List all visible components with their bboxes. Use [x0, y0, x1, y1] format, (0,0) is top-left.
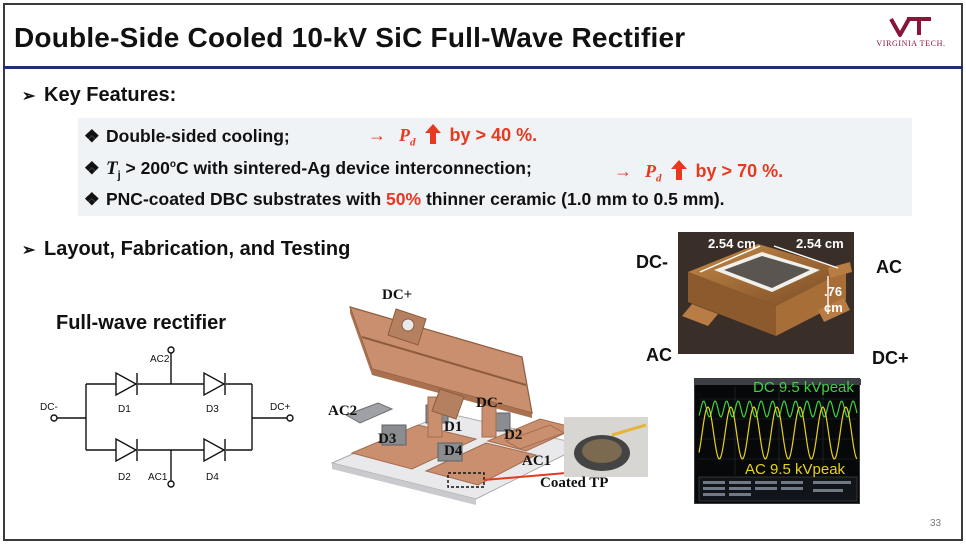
photo-label-dc-minus: DC- [636, 252, 668, 272]
diamond-bullet-icon: ❖ [84, 126, 100, 146]
schematic-d3: D3 [206, 404, 219, 415]
photo-label-ac-bottom: AC [646, 345, 672, 365]
key-features-heading: ➢ Key Features: [22, 84, 176, 107]
note-text: by > 40 %. [449, 125, 538, 145]
dimension-height-value: .76 [824, 284, 843, 299]
schematic-ac2: AC2 [150, 354, 170, 365]
diamond-bullet-icon: ❖ [84, 158, 100, 178]
dimension-height-unit: cm [824, 300, 843, 315]
pd-symbol: Pd [399, 125, 416, 149]
feature-text: thinner ceramic (1.0 mm to 0.5 mm). [421, 189, 725, 209]
scope-dc-label: DC 9.5 kVpeak [753, 379, 854, 396]
cad-label-coated-tp: Coated TP [540, 475, 608, 491]
feature-item: ❖ Double-sided cooling; [84, 126, 290, 147]
module-photo: 2.54 cm 2.54 cm .76 cm [678, 232, 854, 354]
feature-text: > 200 [120, 158, 170, 178]
feature-highlight: 50% [386, 189, 422, 209]
cad-label-d4: D4 [444, 443, 463, 459]
note-text: by > 70 %. [695, 161, 784, 181]
feature-text: Double-sided cooling; [106, 126, 290, 146]
schematic-d2: D2 [118, 472, 131, 483]
virginia-tech-logo: VIRGINIA TECH. [872, 16, 950, 48]
up-arrow-icon [424, 124, 441, 144]
page-number: 33 [930, 518, 942, 529]
heading-arrow-icon: ➢ [22, 242, 36, 259]
feature-note: → Pd by > 70 %. [614, 160, 783, 185]
dimension-left: 2.54 cm [708, 236, 756, 251]
right-arrow-icon: → [614, 161, 632, 181]
heading-arrow-icon: ➢ [22, 88, 36, 105]
feature-text: C with sintered-Ag device interconnectio… [175, 158, 532, 178]
module-photo-drawing [678, 232, 854, 354]
layout-heading-text: Layout, Fabrication, and Testing [44, 238, 351, 260]
diamond-bullet-icon: ❖ [84, 189, 100, 209]
photo-label-ac-top: AC [876, 257, 902, 277]
rectifier-schematic: DC- DC+ AC2 AC1 D1 D3 D2 D4 [40, 346, 294, 488]
degree-superscript: o [169, 159, 176, 171]
logo-text: VIRGINIA TECH. [876, 39, 946, 48]
features-box [78, 118, 912, 216]
layout-heading: ➢ Layout, Fabrication, and Testing [22, 238, 350, 261]
feature-item: ❖ Tj > 200oC with sintered-Ag device inte… [84, 158, 532, 182]
slide-title: Double-Side Cooled 10-kV SiC Full-Wave R… [14, 22, 686, 53]
schematic-dc-minus: DC- [40, 402, 58, 413]
cad-label-ac1: AC1 [522, 453, 551, 469]
vt-logo-icon [889, 17, 931, 37]
scope-ac-label: AC 9.5 kVpeak [745, 461, 846, 478]
cad-label-dc-plus: DC+ [382, 287, 412, 303]
cad-label-d1: D1 [444, 419, 462, 435]
oscilloscope-capture: DC 9.5 kVpeak AC 9.5 kVpeak [694, 378, 861, 504]
cad-label-ac2: AC2 [328, 403, 357, 419]
schematic-ac1: AC1 [148, 472, 168, 483]
cad-label-d2: D2 [504, 427, 522, 443]
right-arrow-icon: → [368, 125, 386, 145]
tj-subscript: j [117, 169, 121, 182]
tj-symbol: T [106, 158, 118, 179]
cad-label-dc-minus: DC- [476, 395, 503, 411]
photo-label-dc-plus: DC+ [872, 348, 909, 368]
up-arrow-icon [670, 160, 687, 180]
dimension-right: 2.54 cm [796, 236, 844, 251]
key-features-heading-text: Key Features: [44, 84, 177, 106]
cad-label-d3: D3 [378, 431, 396, 447]
schematic-dc-plus: DC+ [270, 402, 290, 413]
oscilloscope-waveforms [695, 379, 861, 502]
schematic-d1: D1 [118, 404, 131, 415]
feature-item: ❖ PNC-coated DBC substrates with 50% thin… [84, 189, 725, 210]
pd-symbol: Pd [645, 161, 662, 185]
full-wave-label: Full-wave rectifier [56, 312, 227, 334]
schematic-d4: D4 [206, 472, 219, 483]
feature-text: PNC-coated DBC substrates with [106, 189, 387, 209]
feature-note: → Pd by > 40 %. [368, 124, 537, 149]
module-cad-rendering: DC+ AC2 DC- D1 D3 D4 D2 AC1 Coated TP [328, 287, 648, 505]
title-rule [3, 66, 963, 69]
